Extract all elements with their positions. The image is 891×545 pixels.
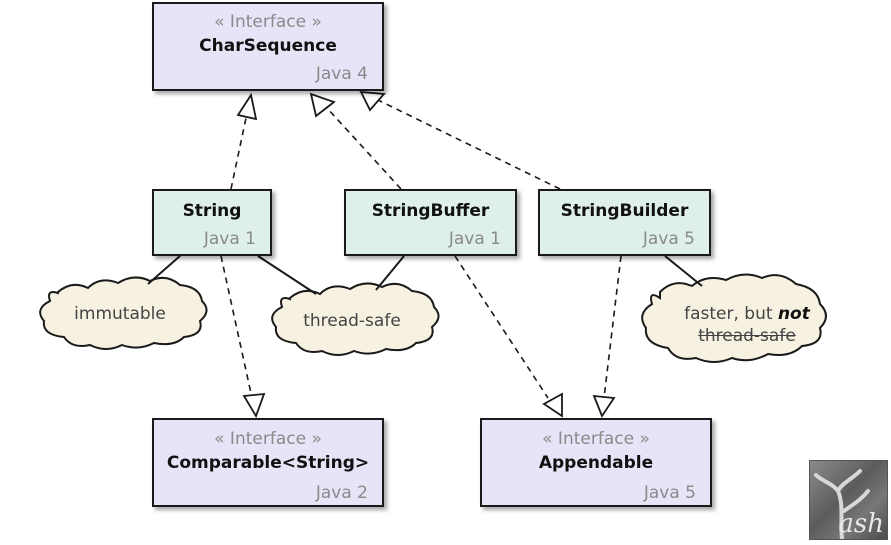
note-link-string-immutable [147, 255, 181, 285]
note-cloud-thread-safe [271, 282, 440, 356]
note-faster-prefix: faster, but [684, 304, 773, 324]
string-name: String [182, 201, 242, 221]
arrowhead-string-charsequence [236, 92, 258, 121]
note-link-string-thread-safe [257, 255, 317, 295]
realization-string-comparable [220, 255, 253, 399]
comparable-name: Comparable<String> [166, 453, 370, 473]
stringbuilder-class-box: StringBuilder Java 5 [538, 189, 711, 256]
note-thread-safe: thread-safe [303, 311, 401, 331]
note-faster-emphasis: not [777, 304, 810, 324]
note-link-stringbuilder-faster [664, 255, 703, 287]
realization-stringbuffer-charsequence [326, 107, 402, 190]
charsequence-stereotype: « Interface » [214, 12, 322, 32]
comparable-stereotype: « Interface » [214, 429, 322, 449]
note-faster: faster, but not thread-safe [658, 303, 836, 347]
appendable-stereotype: « Interface » [542, 429, 650, 449]
logo-text: ash [838, 509, 884, 539]
stringbuffer-version: Java 1 [448, 229, 501, 249]
yash-logo: ash [809, 460, 888, 540]
comparable-interface-box: « Interface » Comparable<String> Java 2 [152, 418, 384, 507]
note-cloud-immutable [39, 276, 208, 350]
realization-string-charsequence [230, 117, 247, 190]
stringbuilder-version: Java 5 [642, 229, 695, 249]
appendable-interface-box: « Interface » Appendable Java 5 [480, 418, 712, 507]
note-faster-struck: thread-safe [698, 326, 796, 346]
charsequence-interface-box: « Interface » CharSequence Java 4 [152, 2, 384, 91]
note-immutable: immutable [74, 304, 166, 324]
string-class-box: String Java 1 [152, 189, 272, 256]
realization-stringbuilder-appendable [603, 255, 622, 399]
arrowhead-stringbuilder-appendable [592, 394, 616, 418]
arrowhead-stringbuffer-appendable [542, 392, 563, 418]
tree-icon [814, 469, 870, 539]
appendable-version: Java 5 [643, 483, 696, 503]
arrowhead-string-comparable [242, 392, 266, 419]
note-cloud-faster [641, 273, 827, 363]
arrowhead-stringbuffer-charsequence [309, 92, 336, 118]
stringbuffer-class-box: StringBuffer Java 1 [344, 189, 517, 256]
string-version: Java 1 [203, 229, 256, 249]
charsequence-version: Java 4 [315, 64, 368, 84]
comparable-version: Java 2 [315, 483, 368, 503]
arrowhead-stringbuilder-charsequence [359, 90, 386, 112]
charsequence-name: CharSequence [199, 36, 337, 56]
stringbuffer-name: StringBuffer [371, 201, 490, 221]
realization-stringbuilder-charsequence [377, 99, 561, 190]
stringbuilder-name: StringBuilder [560, 201, 689, 221]
appendable-name: Appendable [538, 453, 654, 473]
realization-stringbuffer-appendable [454, 255, 549, 399]
note-link-stringbuffer-thread-safe [375, 255, 405, 291]
